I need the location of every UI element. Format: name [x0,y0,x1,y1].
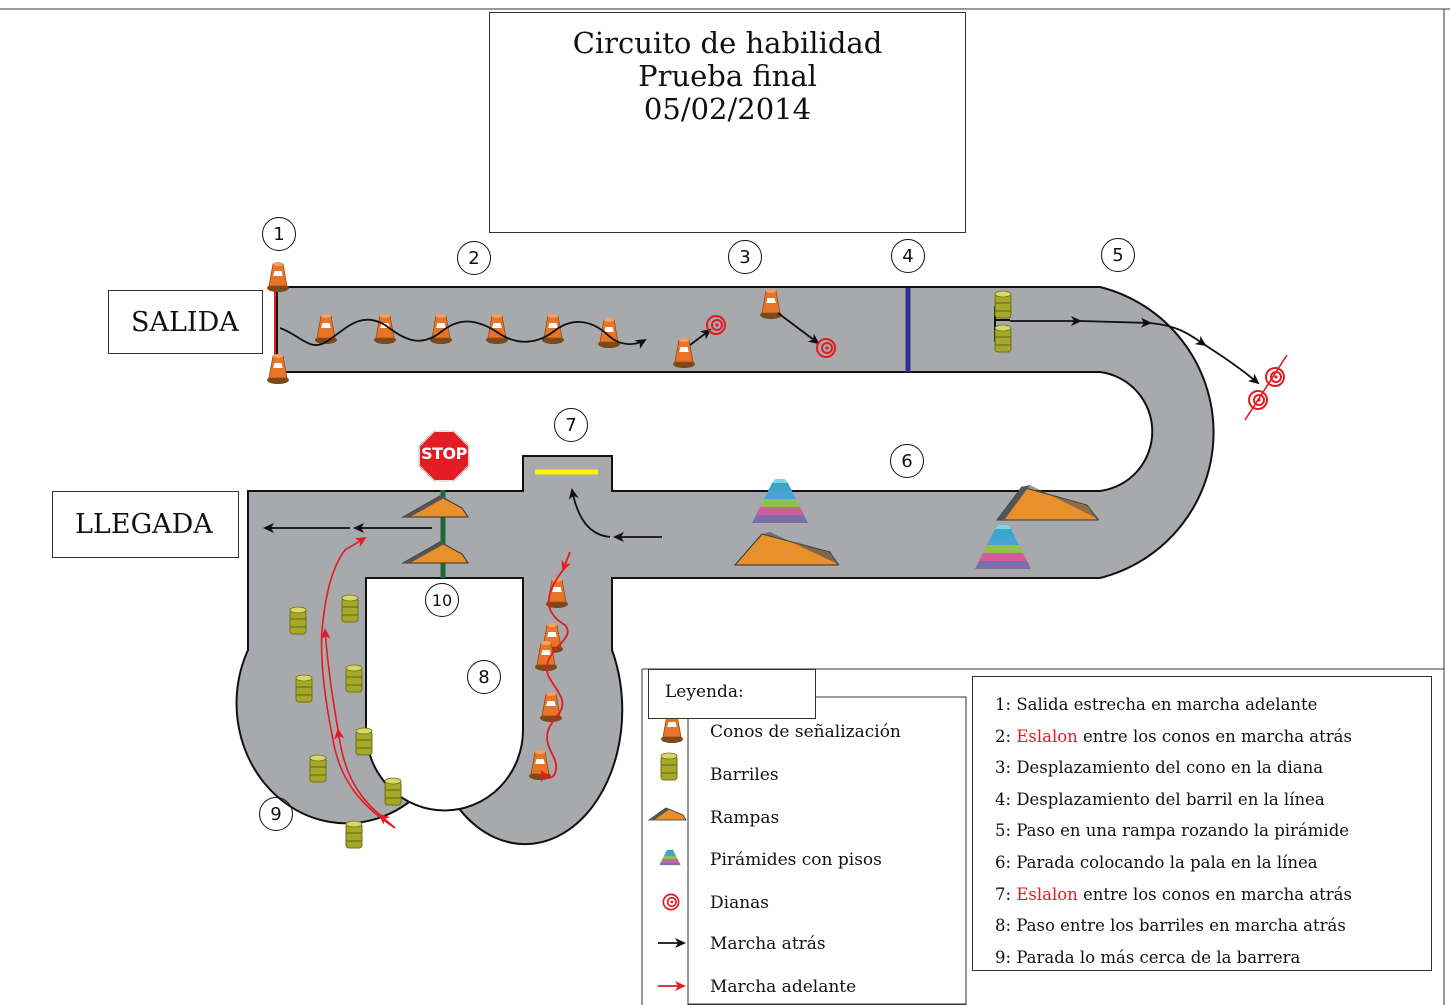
station-number-4: 4 [891,239,925,273]
ramp-icon [647,807,687,821]
step-4: 4: Desplazamiento del barril en la línea [995,789,1325,809]
start-label: SALIDA [108,290,263,354]
stop-sign [418,430,470,482]
track [235,286,1215,846]
legend-label-pyramids: Pirámides con pisos [710,850,882,870]
barrel-icon [309,754,327,783]
title-line-2: Prueba final [638,59,817,93]
legend-label-reverse: Marcha atrás [710,934,826,954]
station-number-7: 7 [554,408,588,442]
step-3: 3: Desplazamiento del cono en la diana [995,758,1324,778]
legend-label-barrels: Barriles [710,765,779,785]
legend-label-cones: Conos de señalización [710,722,901,742]
barrel-icon [341,594,359,623]
cone-icon [266,261,290,293]
station-number-3: 3 [728,240,762,274]
step-9: 9: Parada lo más cerca de la barrera [995,947,1301,967]
station-number-6: 6 [890,444,924,478]
station-number-2: 2 [457,241,491,275]
legend-label-ramps: Rampas [710,808,780,828]
station-number-1: 1 [262,217,296,251]
slalom-path [279,318,647,349]
station-number-5: 5 [1101,238,1135,272]
barrel-icon [660,752,678,781]
step-8: 8: Paso entre los barriles en marcha atr… [995,916,1346,936]
station-number-10: 10 [425,583,459,617]
step-6: 6: Parada colocando la pala en la línea [995,852,1318,872]
step-5: 5: Paso en una rampa rozando la pirámide [995,821,1350,841]
legend-label-targets: Dianas [710,893,770,913]
barrel-icon [384,777,402,806]
steps-box: 1: Salida estrecha en marcha adelante 2:… [972,676,1432,971]
stop-sign-text: STOP [421,444,467,463]
station-number-8: 8 [467,660,501,694]
pyramid-icon [659,849,681,866]
barrel-icon [355,727,373,756]
legend-label-forward: Marcha adelante [710,977,857,997]
title-line-1: Circuito de habilidad [572,26,883,60]
barrel-icon [345,820,363,849]
step-7: 7: Eslalon entre los conos en marcha atr… [995,884,1352,904]
barrel-icon [994,324,1012,353]
barrel-icon [295,674,313,703]
step-1: 1: Salida estrecha en marcha adelante [995,695,1318,714]
barrel-icon [345,664,363,693]
step-2: 2: Eslalon entre los conos en marcha atr… [995,726,1352,746]
title-line-3: 05/02/2014 [643,92,812,126]
target-icon [662,893,680,911]
station-number-9: 9 [259,797,293,831]
finish-label: LLEGADA [52,491,239,558]
legend-title: Leyenda: [648,669,816,719]
barrel-icon [994,290,1012,319]
title-box: Circuito de habilidad Prueba final 05/02… [489,12,966,233]
barrel-icon [289,606,307,635]
